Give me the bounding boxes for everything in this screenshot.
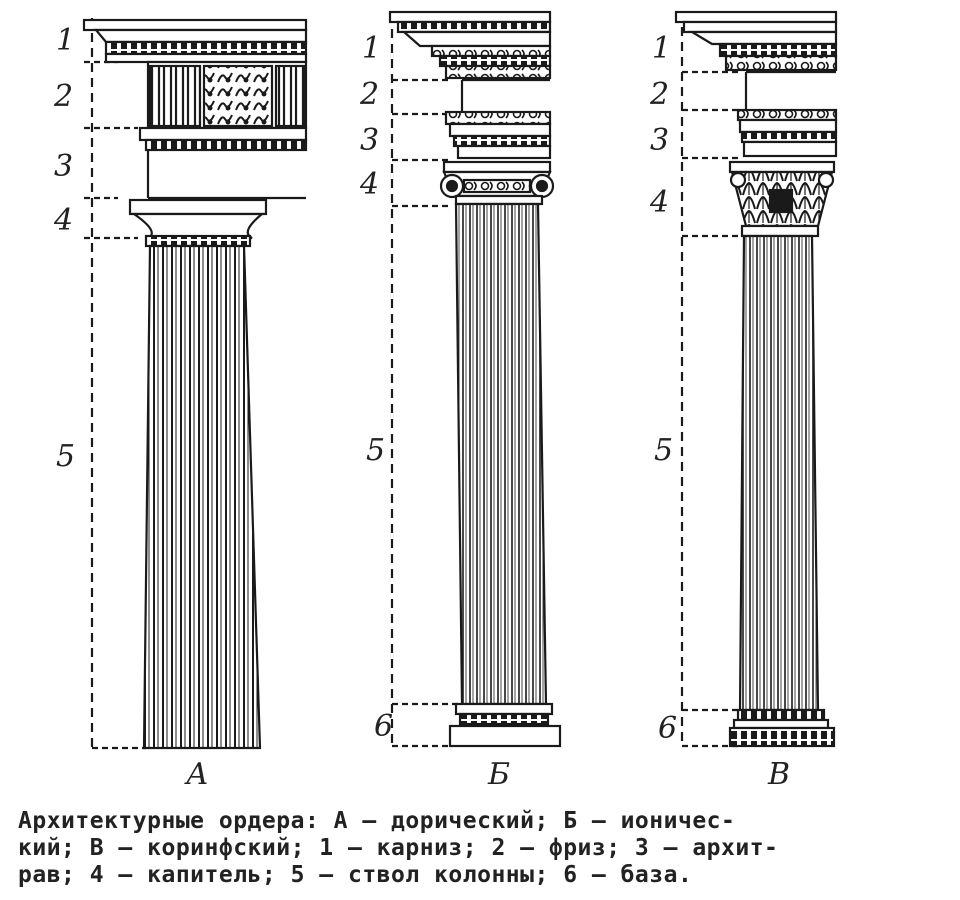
architectural-orders-figure: 1 2 3 4 5 А: [53, 10, 838, 792]
corinthian-base: [728, 708, 836, 748]
ionic-order: 1 2 3 4 5 6 Б: [359, 10, 562, 792]
corinthian-marker-5: 5: [654, 433, 673, 468]
doric-marker-1: 1: [56, 23, 75, 58]
doric-marker-5: 5: [56, 439, 75, 474]
doric-marker-3: 3: [54, 149, 73, 184]
ionic-marker-3: 3: [360, 123, 379, 158]
corinthian-marker-6: 6: [658, 711, 677, 746]
corinthian-marker-1: 1: [652, 31, 671, 66]
corinthian-marker-3: 3: [650, 123, 669, 158]
corinthian-capital: [728, 160, 836, 238]
ionic-cornice: [388, 10, 552, 80]
ionic-shaft: [454, 202, 548, 706]
ionic-marker-4: 4: [359, 167, 379, 202]
doric-shaft: [142, 244, 262, 750]
doric-order: 1 2 3 4 5 А: [53, 18, 308, 792]
corinthian-cornice: [674, 10, 838, 72]
ionic-base: [448, 702, 562, 748]
doric-marker-4: 4: [53, 203, 73, 238]
doric-marker-2: 2: [53, 79, 73, 114]
ionic-marker-6: 6: [374, 709, 393, 744]
ionic-architrave: [444, 110, 552, 160]
corinthian-shaft: [738, 234, 820, 712]
corinthian-order: 1 2 3 4 5 6 В: [649, 10, 838, 792]
doric-dimension-line: [84, 18, 146, 750]
doric-architrave: [138, 126, 308, 200]
figure-caption: Архитектурные ордера: А — дорический; Б …: [18, 808, 779, 888]
ionic-label: Б: [487, 757, 510, 792]
doric-frieze: [146, 60, 308, 130]
ionic-frieze: [460, 78, 550, 112]
doric-cornice: [82, 18, 308, 64]
ionic-marker-5: 5: [366, 433, 385, 468]
corinthian-architrave: [736, 108, 838, 158]
ionic-marker-2: 2: [359, 77, 379, 112]
corinthian-frieze: [744, 70, 836, 110]
corinthian-marker-4: 4: [649, 185, 669, 220]
ionic-capital: [439, 160, 555, 206]
doric-label: А: [184, 757, 209, 792]
corinthian-dimension-line: [680, 12, 742, 748]
corinthian-label: В: [767, 757, 790, 792]
ionic-dimension-line: [390, 14, 462, 748]
ionic-marker-1: 1: [362, 31, 381, 66]
corinthian-marker-2: 2: [649, 77, 669, 112]
doric-capital: [128, 198, 268, 248]
